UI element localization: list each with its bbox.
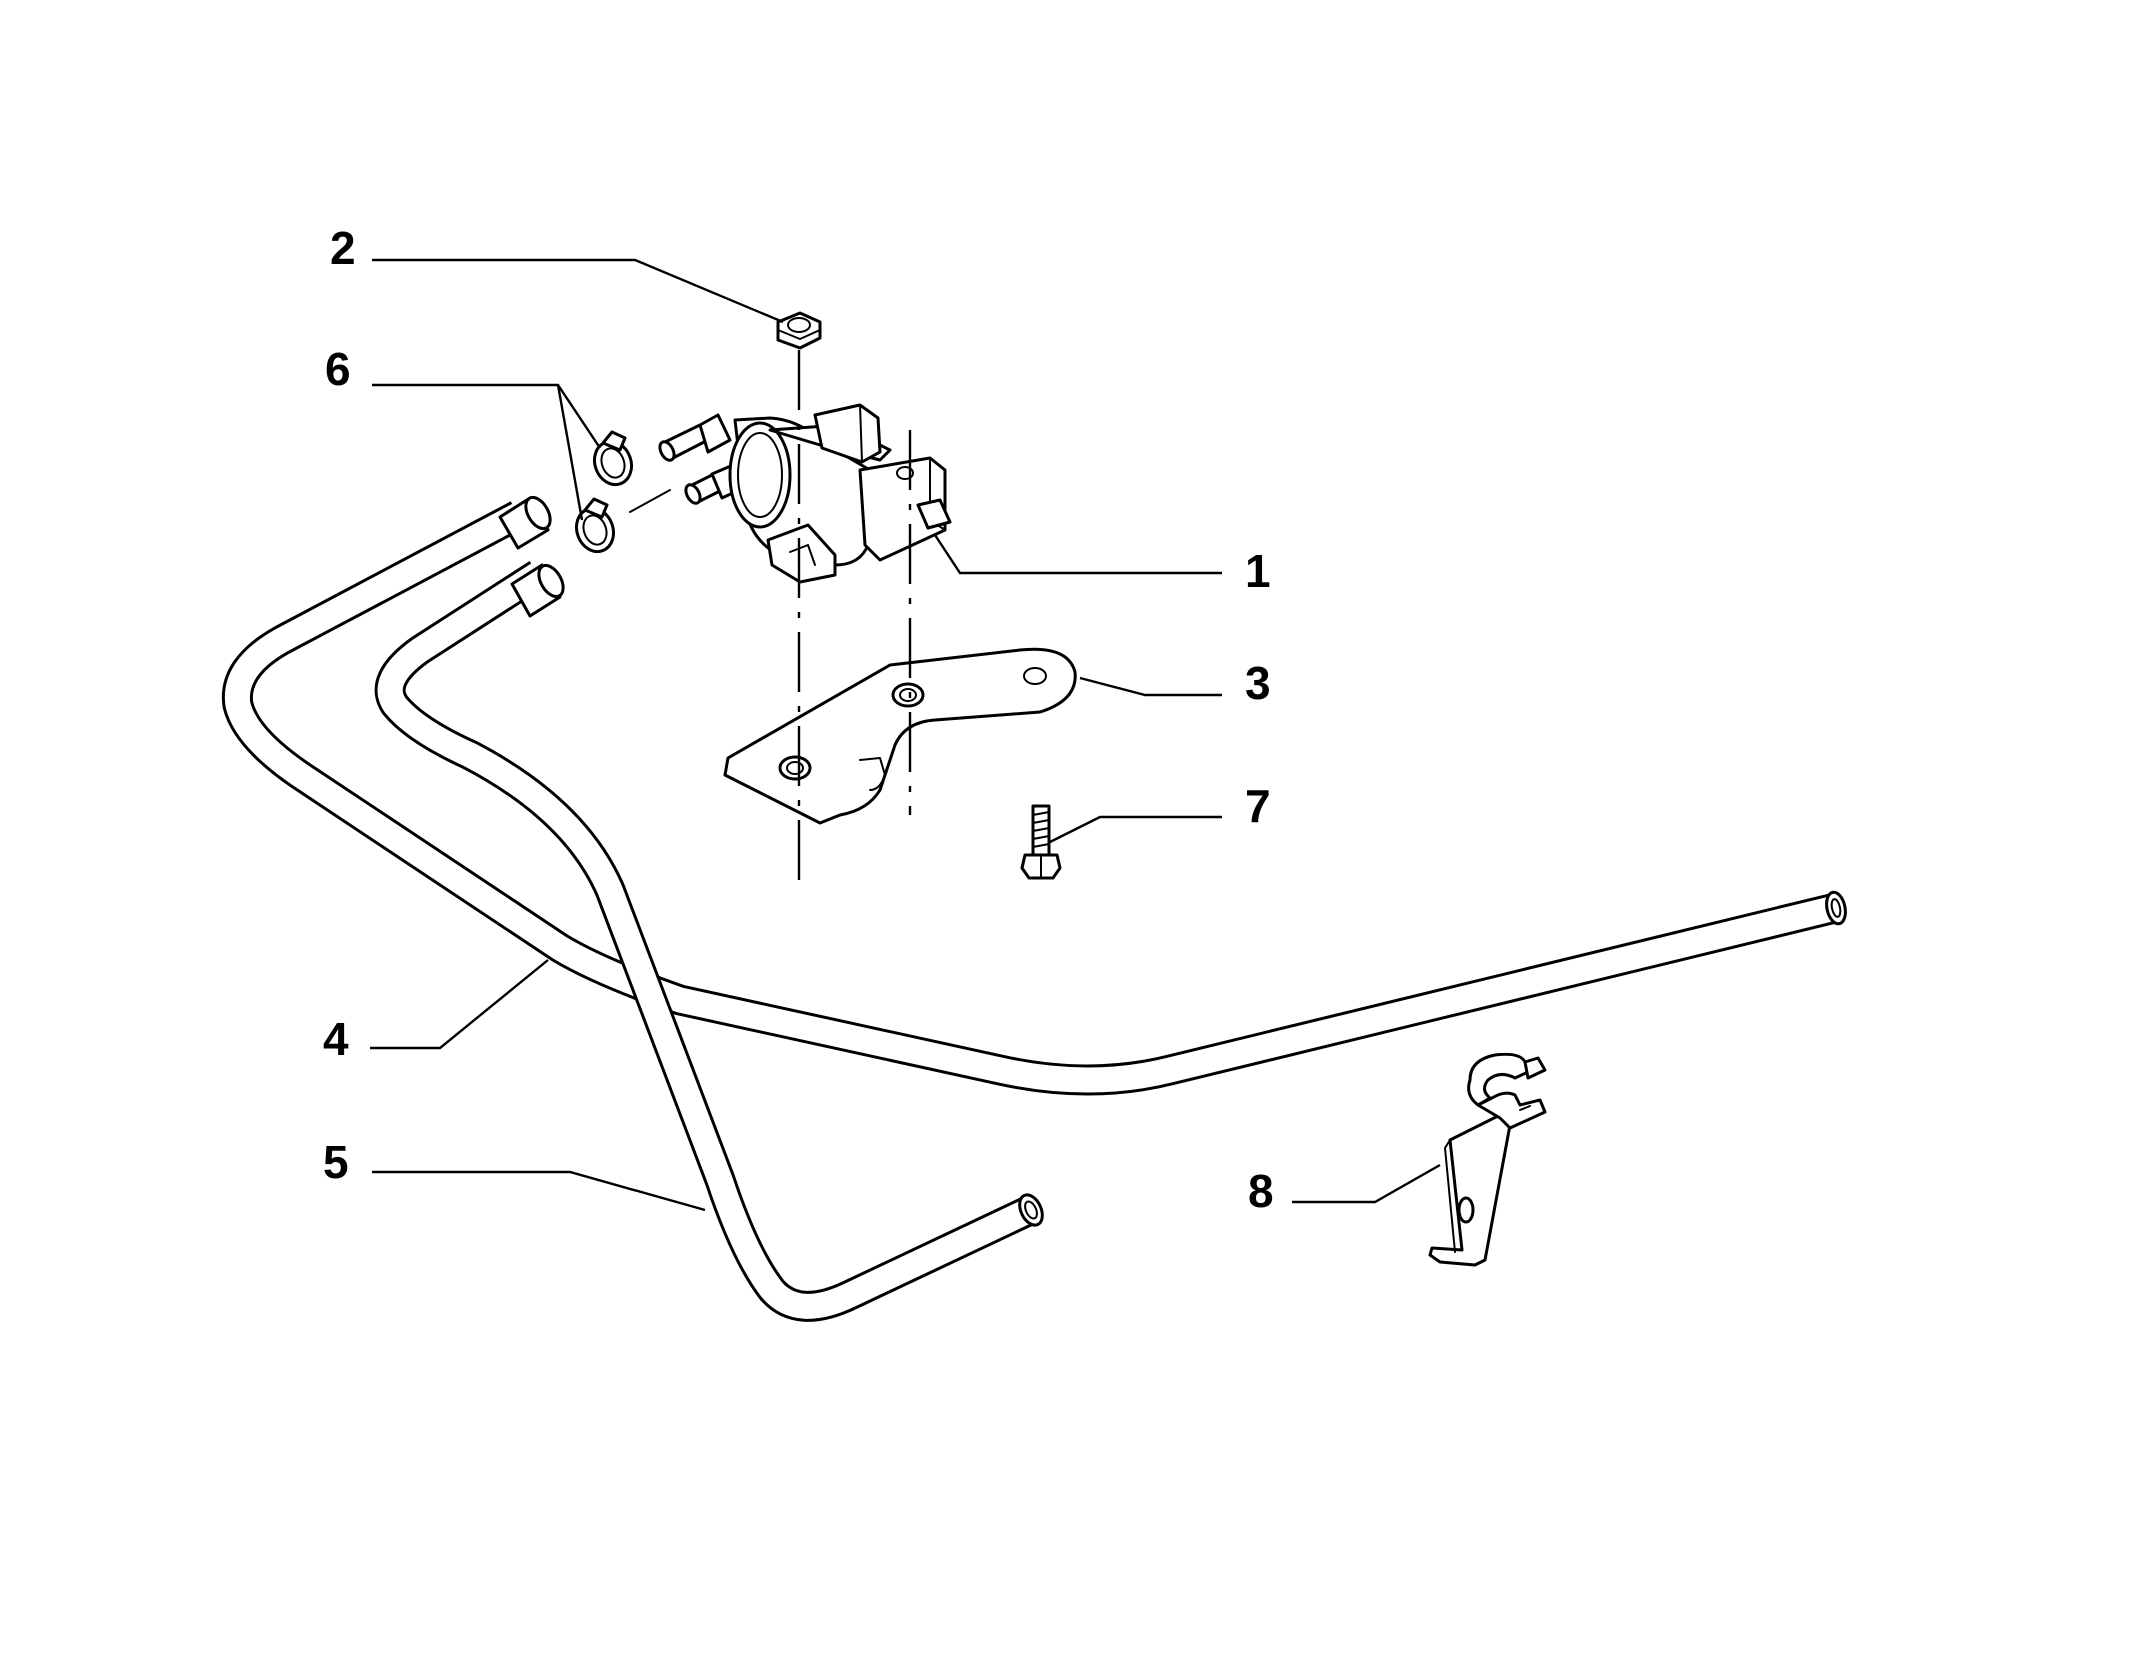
hose-clamps[interactable]	[571, 430, 671, 557]
callout-2: 2	[330, 222, 356, 274]
leader-4	[370, 959, 549, 1050]
leader-lines	[370, 258, 1441, 1212]
long-hose[interactable]	[221, 493, 1848, 1096]
assembly-centerlines	[797, 350, 912, 885]
leader-6	[372, 383, 601, 521]
bolt[interactable]	[1020, 804, 1062, 880]
mounting-bracket[interactable]	[723, 647, 1077, 825]
leader-3	[1079, 676, 1222, 697]
callout-numbers: 1 2 3 4 5 6 7 8	[323, 222, 1274, 1217]
callout-6: 6	[325, 343, 351, 395]
callout-5: 5	[323, 1136, 349, 1188]
solenoid-valve[interactable]	[657, 403, 952, 584]
leader-5	[372, 1170, 706, 1212]
leader-1	[933, 534, 1222, 575]
short-hose[interactable]	[374, 560, 1047, 1322]
leader-8	[1292, 1163, 1441, 1204]
callout-3: 3	[1245, 657, 1271, 709]
pipe-clip-bracket[interactable]	[1428, 1052, 1547, 1267]
hex-nut[interactable]	[776, 311, 822, 350]
callout-8: 8	[1248, 1165, 1274, 1217]
callout-1: 1	[1245, 545, 1271, 597]
callout-4: 4	[323, 1013, 349, 1065]
leader-2	[372, 258, 784, 324]
callout-7: 7	[1245, 780, 1271, 832]
leader-7	[1049, 815, 1222, 844]
